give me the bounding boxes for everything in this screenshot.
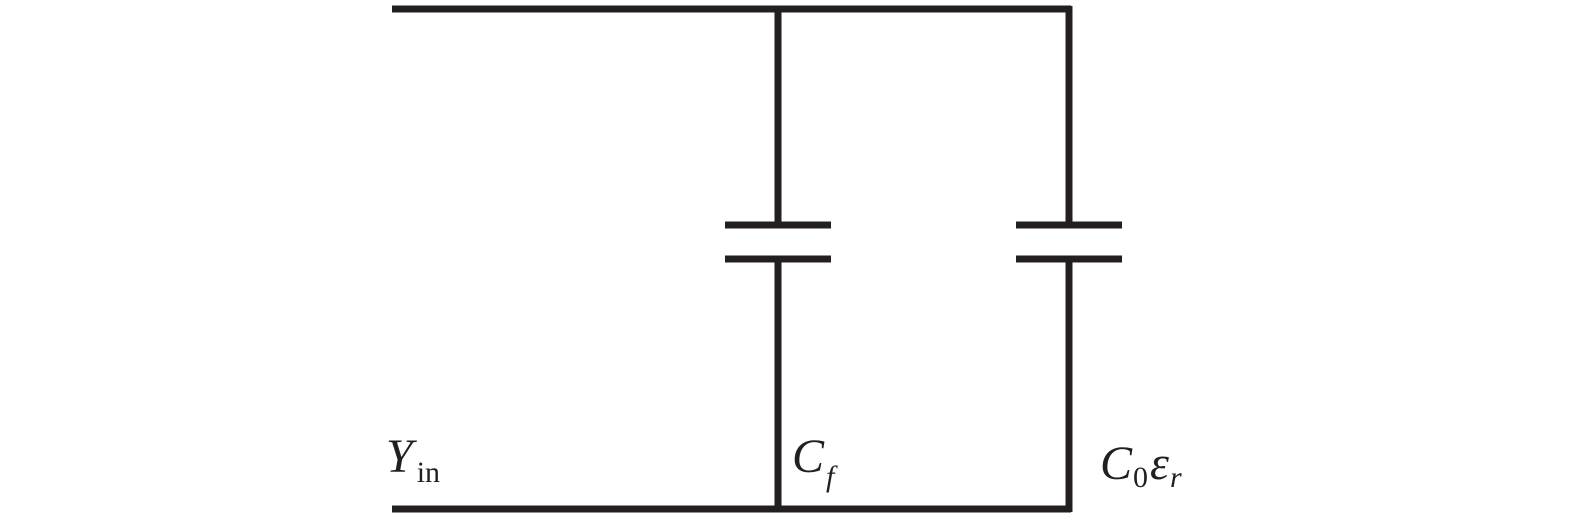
label-epsilon: ε: [1150, 437, 1169, 490]
label-c0-subscript: 0: [1133, 461, 1148, 494]
label-c0-main: C: [1100, 437, 1133, 490]
label-y-in-main: Y: [386, 430, 417, 483]
label-y-in-subscript: in: [417, 456, 440, 489]
label-cf-main: C: [792, 430, 825, 483]
label-epsilon-subscript: r: [1170, 461, 1182, 494]
label-cf: Cf: [792, 430, 838, 493]
label-cf-subscript: f: [826, 460, 838, 493]
label-c0-er: C0εr: [1100, 437, 1182, 494]
